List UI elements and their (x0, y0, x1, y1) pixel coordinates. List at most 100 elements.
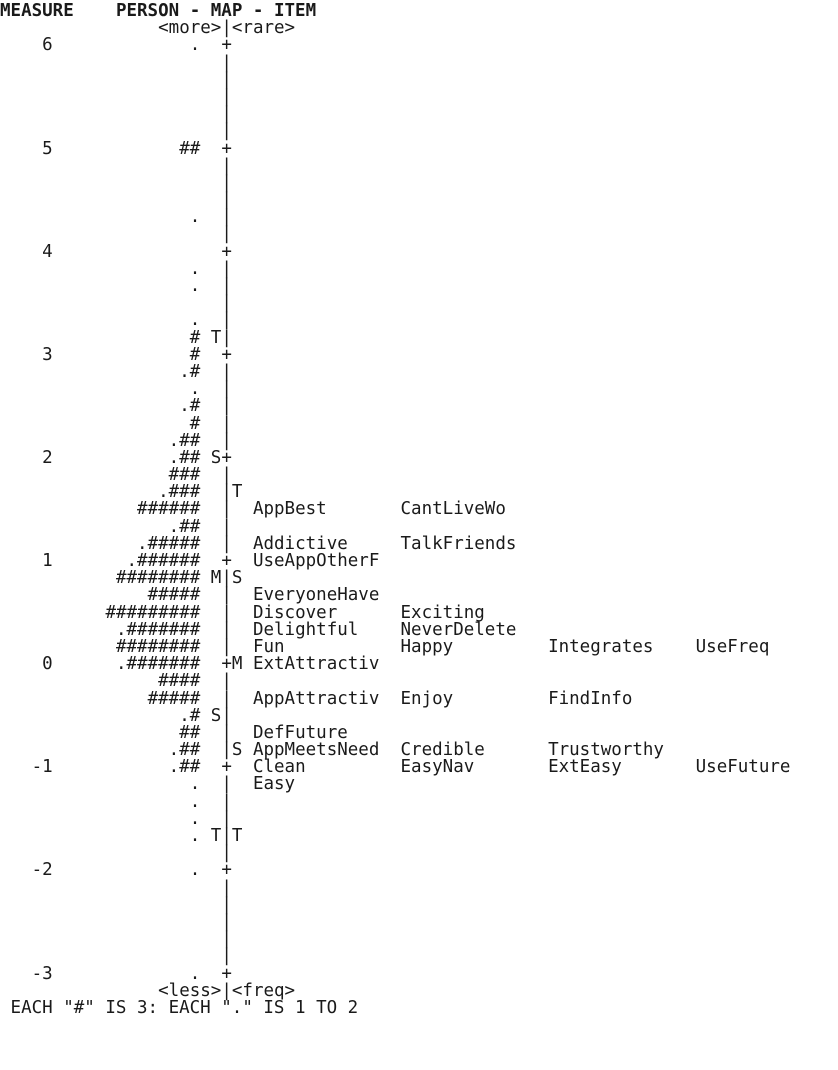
person-marks: . (189, 310, 201, 331)
axis-mark: | (221, 671, 232, 692)
axis-mark: | (221, 224, 232, 245)
axis-mark: | (221, 774, 232, 795)
item-label: ExtEasy (548, 757, 622, 778)
map-row: .| (0, 258, 838, 279)
item-label: EasyNav (400, 757, 475, 778)
item-label: UseFuture (695, 757, 791, 778)
legend-row: EACH "#" IS 3: EACH "." IS 1 TO 2 (0, 997, 838, 1018)
item-label: Happy (400, 636, 454, 657)
map-row: | (0, 52, 838, 73)
map-row: | (0, 191, 838, 209)
axis-mark: | (221, 361, 232, 382)
map-row: .#| (0, 397, 838, 415)
map-row: | (0, 88, 838, 106)
map-rows: 6.+|||||5##+|||.||4+.|.||.|#T|3#+.#|.|.#… (0, 35, 838, 984)
header-row: MEASURE PERSON - MAP - ITEM (0, 1, 838, 21)
rare-label: <rare> (231, 18, 296, 39)
item-label: UseFreq (695, 636, 770, 657)
map-row: | (0, 105, 838, 123)
map-row: | (0, 930, 838, 948)
person-marks: . (189, 35, 201, 56)
person-marks: .## (168, 757, 201, 778)
person-marks: . (189, 791, 201, 812)
measure-tick-label: 2 (42, 447, 53, 468)
axis-mark: | (221, 172, 232, 193)
person-marks: #### (158, 671, 201, 692)
item-label: FindInfo (548, 688, 633, 709)
axis-mark: | (221, 52, 232, 73)
map-row: 5##+ (0, 138, 838, 159)
person-marks: .##### (137, 533, 201, 554)
axis-mark: + (221, 138, 232, 159)
item-label: EveryoneHave (252, 585, 380, 606)
axis-mark: | (221, 258, 232, 279)
map-row: | (0, 71, 838, 89)
item-label: Credible (400, 740, 485, 761)
axis-mark: | (221, 826, 232, 846)
axis-mark: + (221, 344, 232, 365)
axis-mark: | (221, 121, 232, 142)
measure-tick-label: -2 (31, 860, 53, 881)
map-row: #| (0, 413, 838, 434)
axis-mark: + (221, 241, 232, 262)
measure-tick-label: 6 (42, 35, 53, 56)
person-stat-marker: T (210, 327, 222, 348)
person-marks: .###### (126, 551, 201, 571)
map-row: .##| (0, 432, 838, 450)
map-row: .|Easy (0, 774, 838, 795)
item-stat-marker: T (231, 482, 243, 503)
measure-label: MEASURE (0, 1, 74, 21)
axis-mark: | (221, 499, 232, 520)
legend-note: EACH "#" IS 3: EACH "." IS 1 TO 2 (10, 997, 359, 1018)
map-row: ########M|S (0, 569, 838, 587)
axis-mark: + (221, 447, 232, 468)
person-marks: . (189, 860, 201, 881)
axis-mark: | (221, 843, 232, 864)
person-marks: . (189, 379, 201, 400)
axis-mark: | (221, 413, 232, 434)
map-row: 2.##S+ (0, 447, 838, 468)
axis-mark: | (221, 379, 232, 400)
map-row: | (0, 293, 838, 314)
axis-mark: | (221, 722, 232, 743)
map-row: #T| (0, 327, 838, 348)
axis-mark: + (221, 860, 232, 881)
item-label: AppBest (252, 499, 327, 520)
map-row: | (0, 157, 838, 175)
item-label: Enjoy (400, 688, 454, 709)
map-row: .| (0, 808, 838, 829)
axis-mark: | (221, 207, 232, 228)
item-label: NeverDelete (400, 619, 517, 640)
map-row: .#S| (0, 705, 838, 726)
map-row: .| (0, 310, 838, 331)
person-stat-marker: S (210, 447, 222, 468)
measure-tick-label: -3 (31, 963, 53, 984)
person-marks: ###### (137, 499, 201, 520)
axis-mark: | (221, 946, 232, 967)
axis-mark: | (221, 293, 232, 314)
axis-mark: | (221, 619, 232, 640)
axis-mark: | (221, 533, 232, 554)
axis-mark: + (221, 963, 232, 984)
person-marks: . (189, 808, 201, 829)
axis-mark: | (221, 705, 232, 726)
map-row: 1.######+UseAppOtherF (0, 551, 838, 571)
map-row: .#| (0, 361, 838, 382)
item-label: ExtAttractiv (252, 654, 380, 675)
person-marks: .## (168, 516, 201, 537)
freq-label: <freq> (231, 980, 296, 1001)
person-marks: ## (179, 138, 201, 159)
axis-mark: | (221, 482, 232, 503)
axis-mark: | (221, 516, 232, 537)
person-marks: .####### (115, 654, 201, 675)
map-row: | (0, 894, 838, 915)
axis-mark: | (221, 465, 232, 486)
axis-mark: | (221, 894, 232, 915)
person-stat-marker: T (210, 826, 222, 846)
axis-mark: | (221, 911, 232, 932)
item-label: TalkFriends (400, 533, 517, 554)
